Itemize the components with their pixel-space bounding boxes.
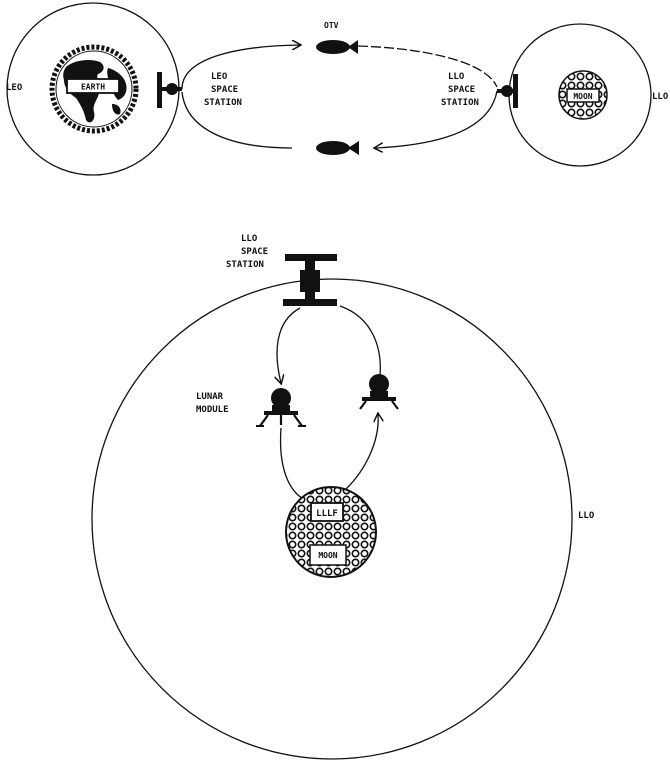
lllf-label: LLLF (316, 509, 338, 519)
lunar-module-label: LUNAR MODULE (196, 392, 229, 415)
llo-label-bottom: LLO (578, 511, 595, 521)
otv-lower-path (181, 91, 293, 149)
moon-label-box (309, 544, 347, 566)
llo-label-top: LLO (652, 92, 669, 102)
top-llo-station-label: LLO SPACE STATION (441, 72, 481, 108)
otv-label: OTV (324, 21, 339, 30)
llo-space-station-top (497, 74, 518, 108)
moon-label-top: MOON (573, 92, 592, 101)
otv-upper-path (357, 45, 498, 88)
lllf-box (310, 502, 344, 522)
llo-orbit-bottom (91, 278, 573, 760)
earth: EARTH (49, 44, 139, 134)
leo-space-station (157, 72, 182, 108)
llo-space-station-bottom (283, 254, 337, 306)
otv-outbound-path (181, 45, 300, 90)
top-diagram: LEO EARTH LEO SPACE STATION (6, 2, 669, 176)
leo-station-label: LEO SPACE STATION (204, 72, 244, 108)
landing-path-left (279, 427, 306, 501)
earth-label-box (66, 78, 120, 94)
llo-orbit-top (508, 23, 652, 167)
moon-top: MOON (558, 70, 608, 120)
otv-vehicle-top (316, 40, 358, 54)
bottom-llo-station-label: LLO SPACE STATION (226, 234, 274, 270)
moon-label-bottom: MOON (318, 551, 337, 560)
leo-label: LEO (6, 83, 23, 93)
descent-loop-upper (339, 305, 381, 376)
ascent-path-right (344, 414, 378, 491)
descent-path-left (277, 307, 301, 383)
earth-label: EARTH (81, 83, 105, 92)
otv-return-path (375, 90, 498, 148)
lunar-module-left (256, 388, 306, 427)
otv-vehicle-bottom (316, 141, 359, 155)
moon-bottom: LLLF MOON (285, 486, 377, 578)
lunar-module-right (359, 374, 399, 410)
bottom-diagram: LLO LLO SPACE STATION (91, 234, 595, 760)
